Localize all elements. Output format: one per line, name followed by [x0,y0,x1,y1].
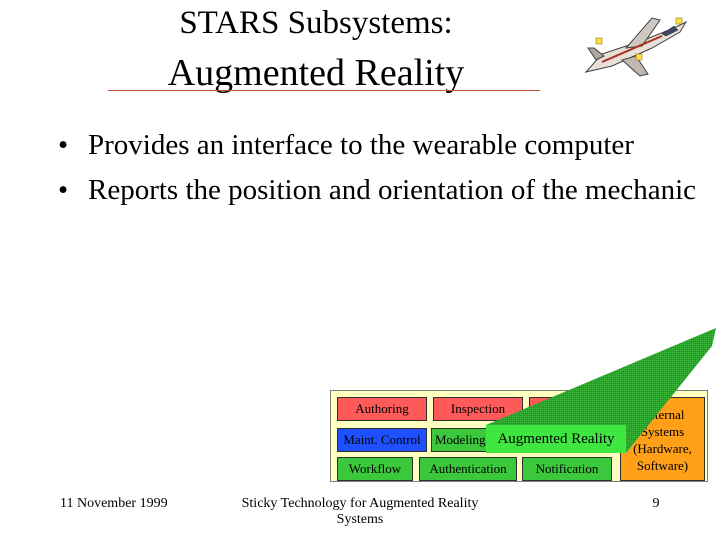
footer-date: 11 November 1999 [60,496,168,511]
inspection-box: Inspection [433,397,523,421]
bullet-marker: • [58,129,69,161]
hidden-red-box [529,397,619,421]
maint-control-box: Maint. Control [337,428,427,452]
fighter-jet-icon [584,17,688,77]
page-number: 9 [652,496,660,511]
external-systems-box: External Systems (Hardware, Software) [620,397,705,481]
augmented-reality-box: Augmented Reality [486,425,626,453]
title-underline [108,90,540,91]
slide-title-line-1: STARS Subsystems: [179,5,453,41]
slide-title-line-2: Augmented Reality [167,52,465,94]
authentication-box: Authentication [419,457,517,481]
footer-title: Sticky Technology for Augmented Reality … [241,496,479,527]
notification-box: Notification [522,457,612,481]
bullet-text: Provides an interface to the wearable co… [88,129,634,161]
authoring-box: Authoring [337,397,427,421]
bullet-marker: • [58,174,69,206]
workflow-box: Workflow [337,457,413,481]
bullet-text: Reports the position and orientation of … [88,174,697,206]
